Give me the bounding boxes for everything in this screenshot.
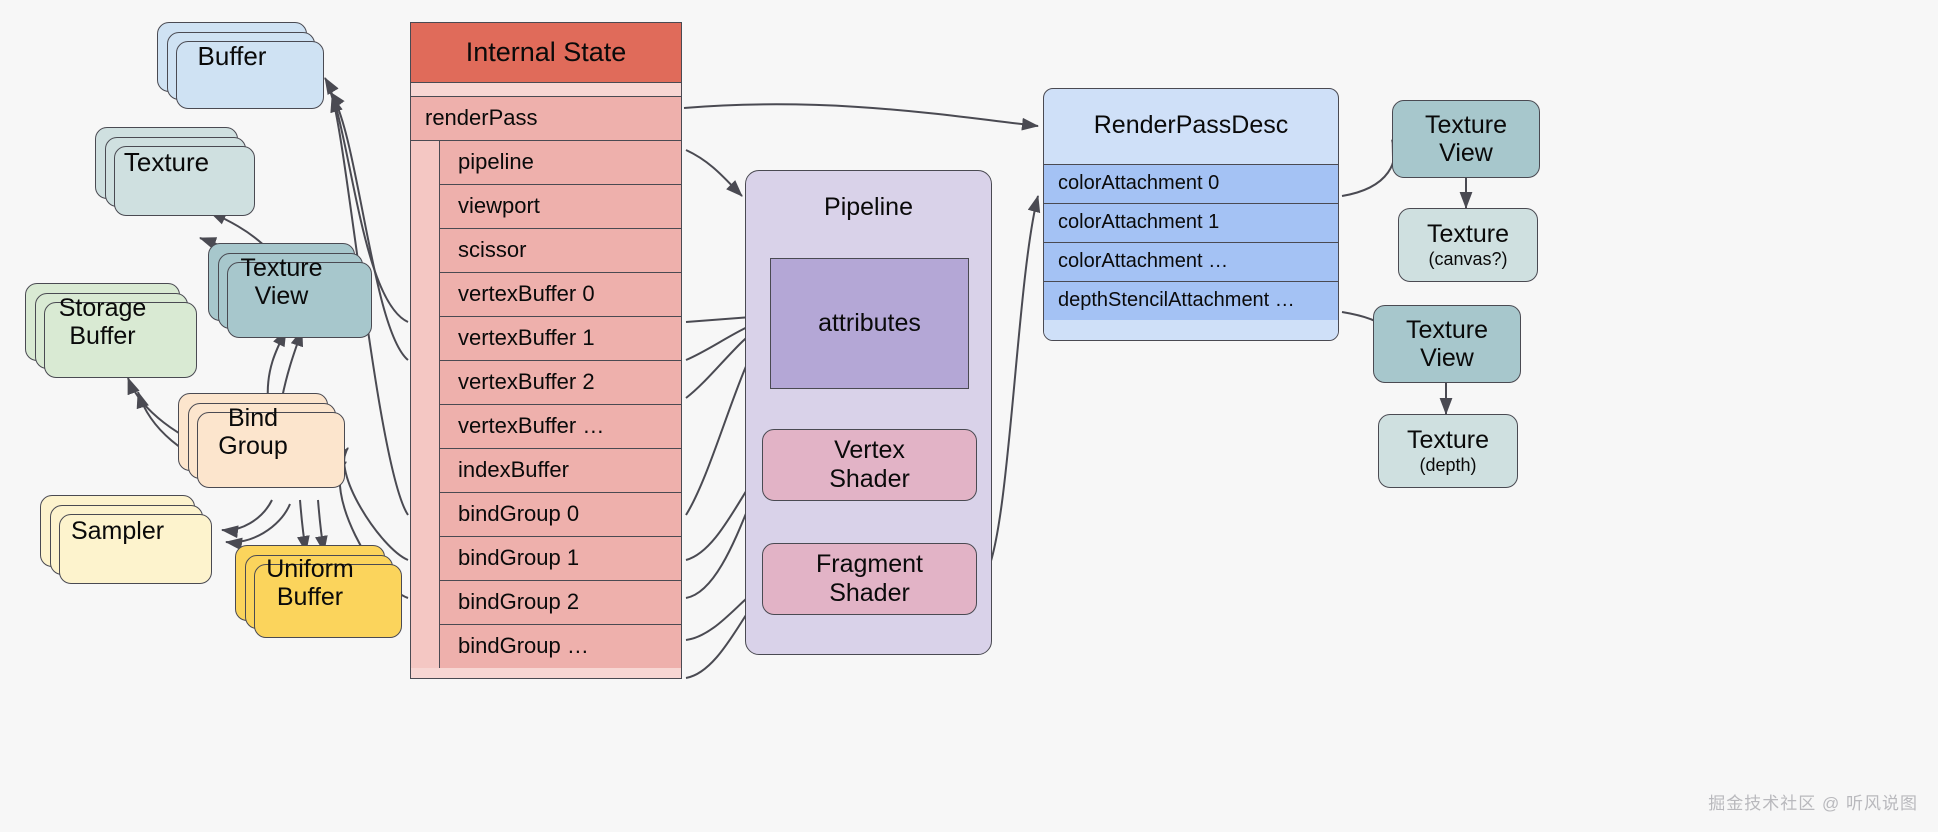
node-storage-buffer-line1: Storage: [58, 294, 147, 322]
node-uniform-buffer-line1: Uniform: [266, 555, 354, 583]
internal-state-row[interactable]: bindGroup 2: [439, 581, 681, 625]
internal-state-row[interactable]: vertexBuffer 0: [439, 273, 681, 317]
node-texture-left-label: Texture: [123, 147, 210, 178]
node-sampler[interactable]: Sampler: [40, 495, 212, 584]
internal-state-row[interactable]: pipeline: [439, 141, 681, 185]
node-color-texture-view-line1: Texture: [1425, 111, 1507, 139]
pipeline-title: Pipeline: [824, 193, 913, 221]
node-depth-texture-label: Texture: [1407, 425, 1489, 454]
watermark: 掘金技术社区 @ 听风说图: [1708, 794, 1918, 813]
node-texture-left[interactable]: Texture: [95, 127, 255, 216]
internal-state-row[interactable]: bindGroup 1: [439, 537, 681, 581]
node-bind-group-line2: Group: [218, 432, 288, 460]
node-color-texture-view[interactable]: Texture View: [1392, 100, 1540, 178]
fragment-shader-box[interactable]: Fragment Shader: [762, 543, 977, 615]
internal-state-row[interactable]: renderPass: [411, 97, 681, 141]
fragment-shader-line2: Shader: [829, 579, 910, 607]
node-storage-buffer-line2: Buffer: [69, 322, 136, 350]
fragment-shader-line1: Fragment: [816, 550, 923, 579]
node-texture-view-left[interactable]: Texture View: [208, 243, 372, 338]
node-color-texture-sub: (canvas?): [1428, 248, 1508, 269]
render-pass-desc-row[interactable]: colorAttachment 1: [1044, 204, 1338, 243]
pipeline-attributes-label: attributes: [818, 309, 921, 337]
node-bind-group[interactable]: Bind Group: [178, 393, 345, 488]
node-texture-view-left-line1: Texture: [240, 254, 323, 282]
node-depth-texture[interactable]: Texture (depth): [1378, 414, 1518, 488]
internal-state-row[interactable]: bindGroup …: [439, 625, 681, 668]
render-pass-desc-row[interactable]: colorAttachment …: [1044, 243, 1338, 282]
node-uniform-buffer-line2: Buffer: [276, 583, 344, 611]
render-pass-desc-row[interactable]: depthStencilAttachment …: [1044, 282, 1338, 320]
internal-state-row[interactable]: vertexBuffer 2: [439, 361, 681, 405]
node-depth-texture-view[interactable]: Texture View: [1373, 305, 1521, 383]
node-uniform-buffer[interactable]: Uniform Buffer: [235, 545, 402, 638]
node-bind-group-line1: Bind: [227, 404, 279, 432]
internal-state-row[interactable]: indexBuffer: [439, 449, 681, 493]
render-pass-desc-row[interactable]: colorAttachment 0: [1044, 165, 1338, 204]
node-sampler-label: Sampler: [70, 517, 165, 545]
internal-state-row[interactable]: vertexBuffer 1: [439, 317, 681, 361]
pipeline-attributes-box[interactable]: attributes: [770, 258, 969, 389]
node-buffer[interactable]: Buffer: [157, 22, 324, 109]
vertex-shader-box[interactable]: Vertex Shader: [762, 429, 977, 501]
node-depth-texture-view-line1: Texture: [1406, 316, 1488, 344]
internal-state-bottom-pad: [411, 668, 681, 678]
node-depth-texture-sub: (depth): [1419, 454, 1477, 475]
internal-state-row[interactable]: scissor: [439, 229, 681, 273]
internal-state-row[interactable]: bindGroup 0: [439, 493, 681, 537]
node-texture-view-left-line2: View: [254, 282, 309, 310]
vertex-shader-line2: Shader: [829, 465, 910, 493]
internal-state-row[interactable]: vertexBuffer …: [439, 405, 681, 449]
node-color-texture-view-line2: View: [1439, 139, 1493, 167]
internal-state-title: Internal State: [411, 23, 681, 83]
node-depth-texture-view-line2: View: [1420, 344, 1474, 372]
pipeline-container[interactable]: Pipeline attributes Vertex Shader Fragme…: [745, 170, 992, 655]
node-buffer-label: Buffer: [197, 41, 267, 72]
render-pass-desc-title: RenderPassDesc: [1044, 89, 1338, 165]
node-color-texture-label: Texture: [1427, 219, 1509, 248]
node-storage-buffer[interactable]: Storage Buffer: [25, 283, 197, 378]
internal-state-gap: [411, 83, 681, 97]
render-pass-desc-bottom-pad: [1044, 320, 1338, 340]
internal-state-row[interactable]: viewport: [439, 185, 681, 229]
vertex-shader-line1: Vertex: [834, 436, 905, 465]
node-color-texture[interactable]: Texture (canvas?): [1398, 208, 1538, 282]
